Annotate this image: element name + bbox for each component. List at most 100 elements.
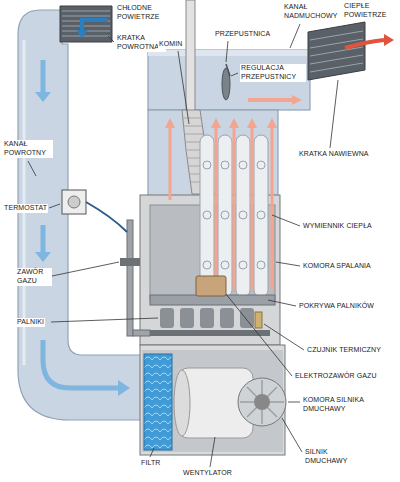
callout-label: ELEKTROZAWÓR GAZU (294, 372, 378, 381)
callout-label: FILTR (140, 459, 161, 468)
callout-label: CHŁODNE POWIETRZE (116, 4, 170, 22)
heat-exchanger-part (221, 211, 229, 219)
cold-air-arrows-part (35, 252, 51, 262)
heat-exchanger-part (203, 261, 211, 269)
callout-label: POKRYWA PALNIKÓW (298, 302, 375, 311)
warm-air-arrows-part (248, 98, 292, 102)
callout-label: CZUJNIK TERMICZNY (306, 346, 382, 355)
callout-label: PALNIKI (16, 318, 45, 327)
callout-label: WYMIENNIK CIEPŁA (302, 222, 373, 231)
leader-lines-part (28, 161, 36, 176)
chimney (182, 0, 214, 194)
blower (174, 368, 286, 438)
burners (150, 295, 275, 336)
return-duct-part (18, 10, 145, 420)
leader-lines-part (150, 448, 154, 457)
damper-part (226, 64, 230, 76)
leader-lines-part (108, 36, 114, 42)
burners-part (150, 330, 270, 336)
leader-lines-part (264, 324, 304, 350)
burners-part (220, 308, 234, 328)
heat-exchanger-part (200, 135, 214, 297)
burners-part (200, 308, 214, 328)
blower-part (240, 380, 284, 424)
warm-air-arrows-part (345, 40, 384, 48)
chimney-part (186, 0, 195, 112)
callout-label: KOMORA SPALANIA (302, 262, 372, 271)
blower-part (174, 370, 190, 436)
leader-lines-part (272, 215, 300, 226)
return-grille (60, 6, 112, 42)
heat-arrows-part (215, 128, 218, 290)
callout-label: KOMIN (158, 40, 183, 49)
leader-lines-part (290, 24, 300, 48)
leader-lines-part (288, 402, 300, 403)
furnace-cabinet-part (140, 345, 285, 455)
leader-lines-part (226, 41, 228, 62)
callout-label: KOMORA SILNIKA DMUCHAWY (302, 396, 378, 414)
cold-air-arrows-part (35, 92, 51, 102)
heat-exchanger-part (239, 261, 247, 269)
warm-air-arrows-part (384, 34, 394, 46)
gas-valve-part (133, 330, 150, 336)
leader-lines-part (268, 300, 296, 306)
leader-lines-part (330, 80, 338, 148)
leader-lines-part (49, 204, 60, 208)
heat-arrows-part (211, 118, 221, 128)
heat-arrows-part (229, 118, 239, 128)
callout-label: KANAŁ POWROTNY (3, 140, 53, 158)
heat-exchanger-part (257, 161, 265, 169)
blower-part (254, 394, 270, 410)
heat-exchanger-part (254, 135, 268, 297)
thermostat (62, 190, 127, 232)
heat-exchanger-part (221, 261, 229, 269)
heat-arrows-part (271, 128, 274, 290)
heat-exchanger-part (203, 161, 211, 169)
leader-lines-part (226, 294, 292, 376)
cold-air-arrows-part (41, 225, 46, 252)
callout-label: TERMOSTAT (3, 204, 48, 213)
burners-part (255, 312, 262, 328)
heat-exchanger-part (218, 135, 232, 297)
burners-part (160, 308, 174, 328)
filter (144, 354, 172, 450)
thermostat-part (62, 190, 86, 214)
gas-valve-part (120, 258, 140, 266)
leader-lines-part (210, 437, 215, 467)
supply-grille-part (308, 22, 365, 80)
heat-exchanger-part (239, 211, 247, 219)
blower-part (238, 378, 286, 426)
cold-air-arrows-part (76, 30, 88, 38)
heat-exchanger-part (221, 161, 229, 169)
heat-arrows-part (233, 128, 236, 290)
callout-label: REGULACJA PRZEPUSTNICY (240, 64, 306, 82)
return-grille-part (60, 6, 112, 42)
heat-exchanger-part (239, 161, 247, 169)
furnace-cabinet-part (142, 350, 283, 452)
thermostat-part (68, 196, 80, 208)
heat-exchanger-part (203, 211, 211, 219)
gas-valve-part (196, 276, 226, 296)
burners-part (240, 308, 254, 328)
supply-grille-part (310, 31, 363, 72)
leader-lines (28, 24, 338, 467)
burners-part (180, 308, 194, 328)
supply-duct-part (148, 50, 310, 110)
leader-lines-part (178, 51, 189, 124)
return-duct (18, 10, 145, 420)
cold-air-arrows-part (43, 340, 118, 388)
thermostat-part (86, 202, 127, 232)
leader-lines-part (282, 418, 302, 452)
leader-lines-part (52, 262, 119, 276)
warm-air-arrows-part (292, 95, 302, 105)
heat-exchanger-part (236, 135, 250, 297)
heat-arrows-part (251, 128, 254, 290)
heat-arrows-part (169, 128, 172, 200)
heat-exchanger-part (257, 211, 265, 219)
callout-label: KANAŁ NADMUCHOWY (283, 3, 341, 21)
callout-label: CIEPŁE POWIETRZE (343, 2, 397, 20)
supply-duct-part (148, 50, 310, 56)
heat-arrows (165, 118, 277, 290)
leader-lines-part (276, 262, 300, 266)
